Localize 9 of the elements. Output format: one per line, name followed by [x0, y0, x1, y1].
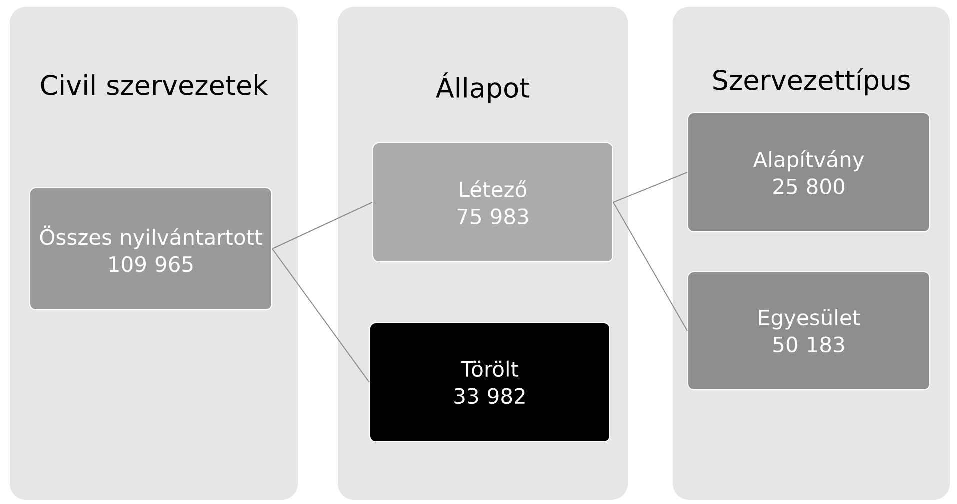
category-box: Egyesület 50 183 — [688, 272, 931, 390]
connector-line — [272, 248, 370, 383]
category-box: Létező 75 983 — [372, 142, 614, 262]
category-box: Összes nyilvántartott 109 965 — [30, 188, 272, 310]
connector-line — [613, 172, 688, 203]
connector-line — [613, 202, 688, 332]
connector-line — [272, 202, 373, 250]
category-box: Törölt 33 982 — [370, 322, 610, 442]
category-box: Alapítvány 25 800 — [688, 112, 931, 232]
